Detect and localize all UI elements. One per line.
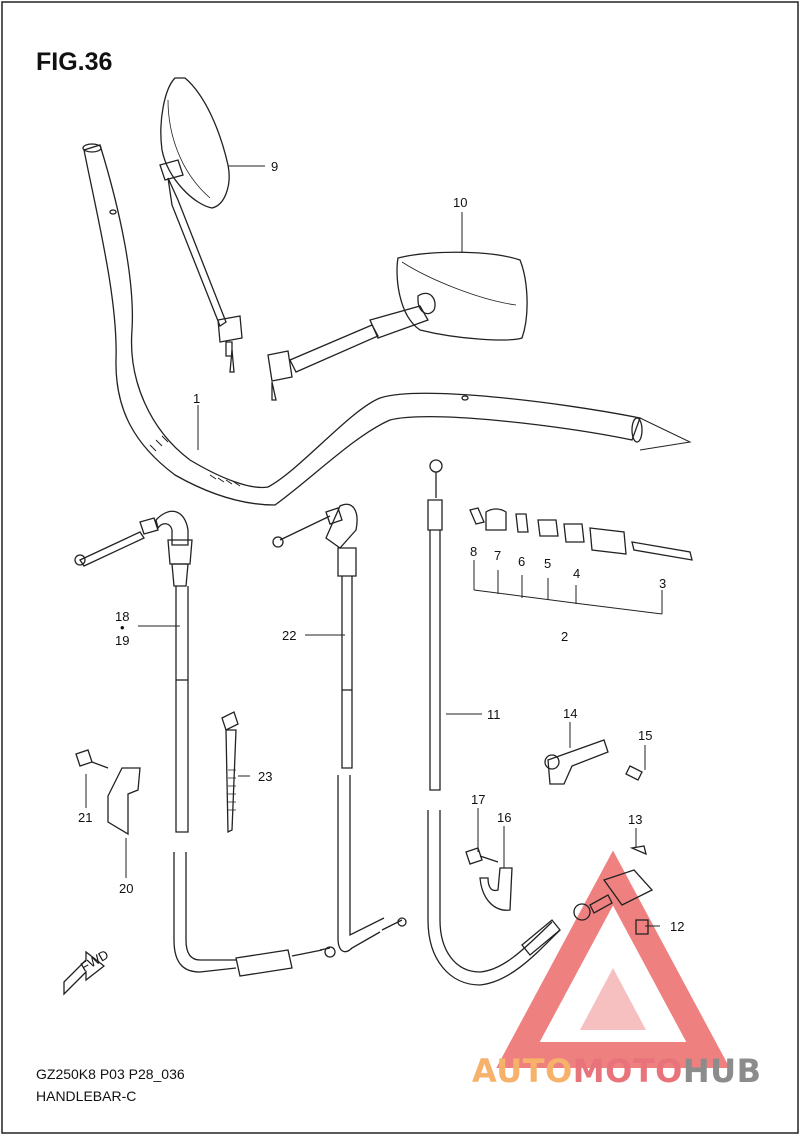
callout-20: 20	[119, 881, 133, 896]
leader-lines	[85, 165, 660, 927]
callout-18: 18	[115, 609, 129, 624]
callout-16: 16	[497, 810, 511, 825]
callout-7: 7	[494, 548, 501, 563]
speed-cable	[272, 503, 407, 953]
fwd-arrow-icon	[63, 950, 106, 996]
watermark-text: AUTOMOTOHUB	[472, 1052, 762, 1090]
callout-6: 6	[518, 554, 525, 569]
mirror-right	[267, 251, 528, 401]
watermark-part-moto: MOTO	[572, 1052, 683, 1090]
bracket-14	[544, 739, 649, 935]
callout-8: 8	[470, 544, 477, 559]
callout-23: 23	[258, 769, 272, 784]
clutch-cable	[74, 510, 336, 977]
callout-18-19-dot: •	[120, 620, 125, 635]
handlebar	[82, 143, 692, 506]
clamp-16	[465, 847, 513, 911]
callout-4: 4	[573, 566, 580, 581]
callout-5: 5	[544, 556, 551, 571]
mirror-left	[159, 77, 243, 373]
clamp-20	[75, 749, 141, 836]
callout-3: 3	[659, 576, 666, 591]
figure-title: FIG.36	[36, 48, 113, 76]
watermark-part-auto: AUTO	[472, 1052, 573, 1090]
callout-22: 22	[282, 628, 296, 643]
callout-13: 13	[628, 812, 642, 827]
callout-21: 21	[78, 810, 92, 825]
callout-15: 15	[638, 728, 652, 743]
callout-9: 9	[271, 159, 278, 174]
fwd-label: FWD	[78, 947, 111, 975]
watermark-logo	[496, 850, 730, 1068]
callout-2: 2	[561, 629, 568, 644]
callout-14: 14	[563, 706, 577, 721]
model-code: GZ250K8 P03 P28_036	[36, 1066, 185, 1082]
throttle-cable	[427, 459, 654, 986]
callout-12: 12	[670, 919, 684, 934]
callout-labels: 1 2 3 4 5 6 7 8 9 10 11 12 13 14 15 16 1…	[78, 159, 684, 934]
callout-11: 11	[487, 707, 501, 722]
callout-19: 19	[115, 633, 129, 648]
watermark-part-hub: HUB	[682, 1052, 762, 1090]
cable-tie	[221, 711, 239, 834]
callout-10: 10	[453, 195, 467, 210]
figure-caption: HANDLEBAR-C	[36, 1088, 137, 1104]
callout-17: 17	[471, 792, 485, 807]
callout-1: 1	[193, 391, 200, 406]
cable-guide-parts	[469, 507, 693, 615]
